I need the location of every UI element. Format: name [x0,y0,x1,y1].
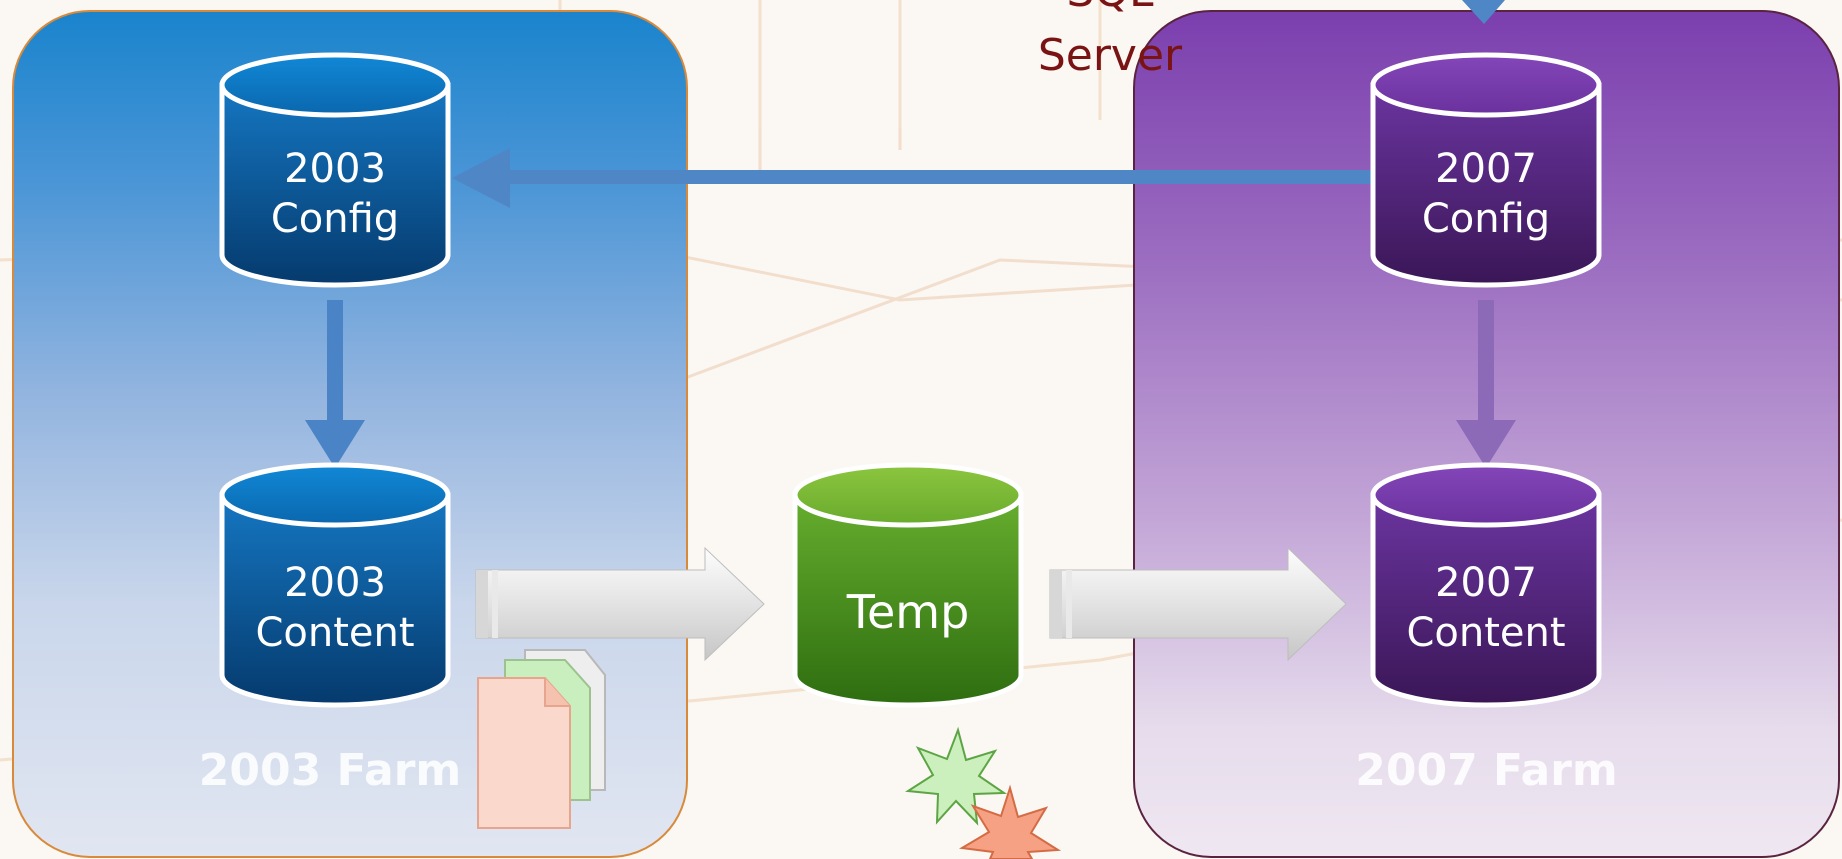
config-to-content-2007-arrow [1456,300,1516,468]
content-2007-line1: 2007 [1435,560,1537,606]
config-2007-line1: 2007 [1435,146,1537,192]
green-star-icon [905,726,1008,826]
content-2003-to-temp-arrow [475,546,765,662]
temp-to-content-2007-arrow [1049,546,1347,662]
content-2007-line2: Content [1406,610,1565,656]
config-2007-database: 2007 Config [1370,52,1602,288]
sql-server-label: SQL Server [1010,0,1210,88]
content-2003-line2: Content [255,610,414,656]
sql-to-config-arrow [1462,0,1505,24]
config-2003-line1: 2003 [284,146,386,192]
content-2003-line1: 2003 [284,560,386,606]
temp-label: Temp [846,585,970,639]
temp-database: Temp [792,462,1024,708]
content-2003-database: 2003 Content [219,462,451,708]
sql-server-label-line1: SQL [1010,0,1210,24]
documents-icon [477,649,606,829]
sql-server-label-line2: Server [1037,30,1183,81]
config-2007-line2: Config [1422,196,1550,242]
farm-2007-label: 2007 Farm [1355,745,1618,796]
config-2003-database: 2003 Config [219,52,451,288]
config-to-content-2003-arrow [305,300,365,468]
config-2003-line2: Config [271,196,399,242]
config-2007-to-2003-arrow [452,148,1390,208]
farm-2003-label: 2003 Farm [198,745,462,796]
orange-star-icon [958,784,1062,859]
content-2007-database: 2007 Content [1370,462,1602,708]
